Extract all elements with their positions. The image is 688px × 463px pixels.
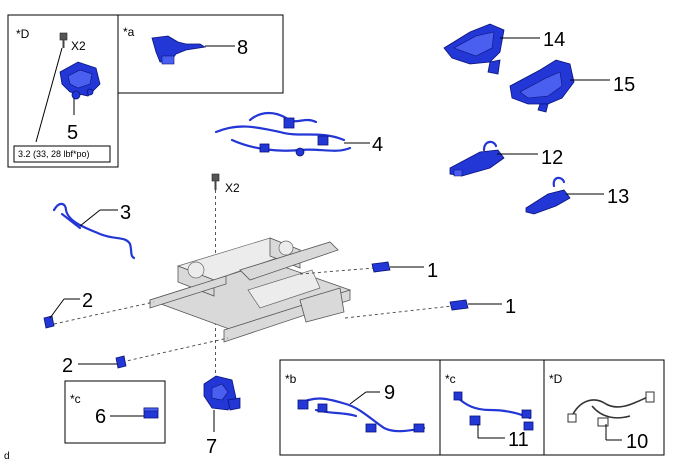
qty-label: X2 [71, 39, 86, 53]
box-tag: *a [123, 25, 135, 39]
part-4-harness: 4 [214, 111, 383, 157]
torque-spec: 3.2 (33, 28 lbf*po) [18, 149, 90, 159]
part-2-upper-group: 2 [43, 290, 93, 329]
callout-2: 2 [62, 355, 73, 377]
qty-label: X2 [225, 181, 240, 195]
assembly-line [299, 267, 375, 275]
callout-15: 15 [613, 74, 635, 96]
callout-1: 1 [427, 260, 438, 282]
bolt-icon [59, 32, 68, 48]
part-6-shape [143, 407, 159, 419]
box-c: *c 11 [439, 359, 545, 456]
callout-5: 5 [67, 122, 78, 144]
callout-11: 11 [508, 429, 529, 451]
assembly-line [344, 305, 453, 319]
box-D-bottom: *D 10 [543, 359, 665, 456]
callout-9: 9 [384, 382, 395, 404]
part-2-lower-group: 2 [62, 355, 127, 377]
part-1-lower-group: 1 [449, 296, 516, 318]
part-3-group: 3 [52, 202, 136, 260]
assembly-line [121, 337, 229, 363]
part-12-group: 12 [449, 140, 563, 177]
callout-12: 12 [541, 147, 563, 169]
part-8-shape [151, 35, 207, 65]
callout-7: 7 [206, 436, 217, 458]
callout-2: 2 [82, 290, 93, 312]
box-tag: *D [16, 27, 30, 41]
part-14-group: 14 [443, 23, 565, 75]
box-a: *a 8 [117, 14, 284, 94]
callout-10: 10 [626, 431, 648, 453]
part-15-group: 15 [509, 59, 635, 113]
seat-frame [148, 237, 352, 343]
part-9-harness [297, 397, 426, 433]
callout-4: 4 [372, 134, 383, 156]
callout-6: 6 [95, 406, 106, 428]
callout-8: 8 [237, 37, 248, 59]
box-tag: *c [70, 392, 81, 406]
box-c-small: *c 6 [64, 380, 166, 444]
callout-13: 13 [607, 186, 629, 208]
callout-14: 14 [543, 29, 565, 51]
part-13-group: 13 [525, 176, 629, 215]
box-tag: *b [285, 372, 297, 386]
part-7-group: 7 [203, 375, 241, 458]
part-1-upper-group: 1 [371, 260, 438, 282]
part-5-shape [59, 61, 101, 100]
box-tag: *c [445, 372, 456, 386]
box-D-seat-adjuster-cover: *D X2 5 3.2 (33, 28 lbf*po) [7, 14, 119, 168]
bolt-icon [211, 173, 220, 190]
assembly-line [53, 301, 155, 325]
part-10-harness [567, 391, 655, 427]
box-b: *b 9 [279, 359, 441, 456]
callout-1: 1 [505, 296, 516, 318]
part-11-harness [453, 391, 534, 431]
box-tag: *D [549, 372, 563, 386]
diagram-code: d [4, 451, 10, 462]
callout-3: 3 [120, 202, 131, 224]
